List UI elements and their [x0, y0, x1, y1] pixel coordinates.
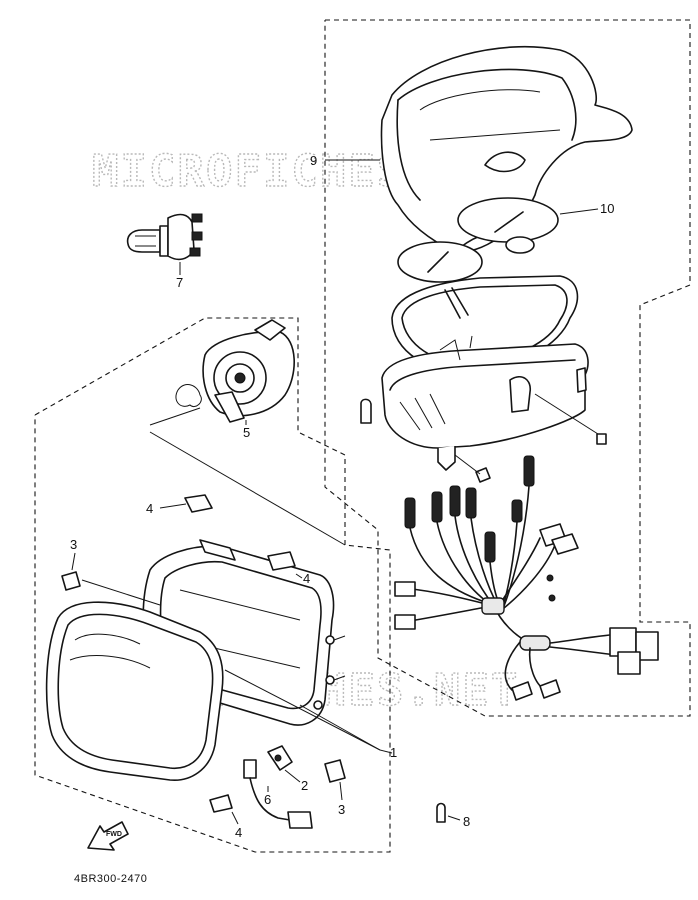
- leader-4b: [295, 573, 303, 579]
- meter-bulb-sockets: [404, 455, 535, 563]
- speedometer-cable-joint: [444, 287, 469, 319]
- grommet: [267, 745, 293, 771]
- callout-3-left: 3: [70, 537, 77, 552]
- meter-case: [381, 335, 589, 471]
- adjuster-screws: [61, 571, 346, 783]
- meter-connectors: [394, 523, 659, 701]
- leader-4c: [231, 811, 239, 825]
- meter-screws: [360, 367, 607, 483]
- callout-3-right: 3: [338, 802, 345, 817]
- callout-2: 2: [301, 778, 308, 793]
- meter-assembly-boundary: [324, 19, 691, 717]
- callout-7: 7: [176, 275, 183, 290]
- leader-5-wire: [149, 431, 346, 546]
- leader-4a: [159, 503, 187, 509]
- bulb-socket-cover: [149, 319, 295, 426]
- headlight-lens: [45, 601, 224, 781]
- leader-8: [447, 815, 461, 821]
- leader-10: [559, 208, 599, 215]
- callout-6: 6: [264, 792, 271, 807]
- leader-3b: [339, 781, 343, 801]
- leader-3a-ext: [81, 579, 161, 606]
- leader-1: [224, 669, 393, 754]
- leader-3a: [71, 552, 76, 571]
- diagram-code: 4BR300-2470: [74, 873, 147, 885]
- callout-9: 9: [310, 153, 317, 168]
- forward-label: FWD: [106, 831, 122, 838]
- callout-1: 1: [390, 745, 397, 760]
- headlight-clips: [184, 494, 296, 813]
- callout-10: 10: [600, 201, 614, 216]
- callout-4-top: 4: [146, 501, 153, 516]
- position-lamp-lead: [243, 759, 313, 829]
- headlight-bulb: [126, 213, 203, 261]
- leader-2: [284, 769, 301, 783]
- small-bulb: [436, 802, 446, 823]
- meter-dial-lens: [397, 197, 559, 283]
- forward-arrow-icon: [87, 821, 129, 851]
- meter-wiring-harness: [403, 485, 626, 691]
- callout-4-middle: 4: [303, 571, 310, 586]
- callout-4-bottom: 4: [235, 825, 242, 840]
- callout-8: 8: [463, 814, 470, 829]
- callout-5: 5: [243, 425, 250, 440]
